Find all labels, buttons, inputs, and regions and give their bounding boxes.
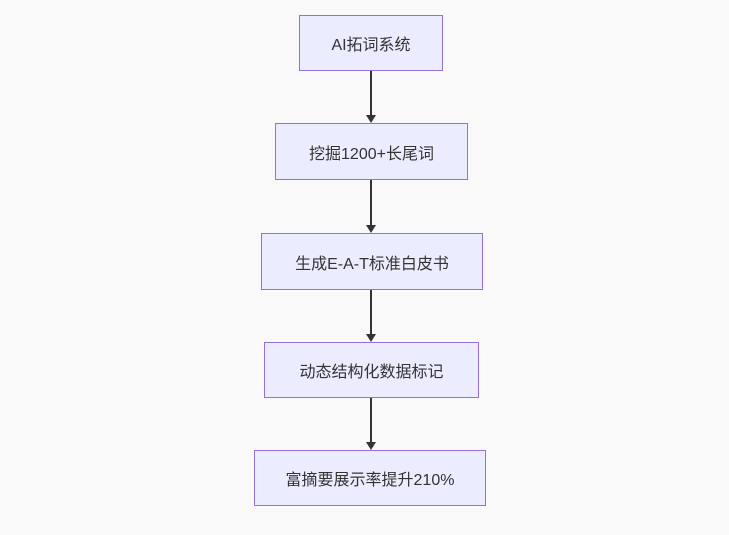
- flow-node-label: 挖掘1200+长尾词: [309, 145, 434, 163]
- flow-node-rich-snippet-result: 富摘要展示率提升210%: [254, 450, 486, 506]
- arrow-head-icon: [366, 334, 376, 342]
- arrow-line: [370, 180, 372, 225]
- arrow-head-icon: [366, 225, 376, 233]
- flow-node-structured-data-markup: 动态结构化数据标记: [264, 342, 479, 398]
- flow-node-label: 富摘要展示率提升210%: [285, 472, 455, 489]
- flow-node-label: 生成E-A-T标准白皮书: [295, 255, 449, 273]
- arrow-line: [370, 71, 372, 115]
- arrow-line: [370, 398, 372, 442]
- arrow-head-icon: [366, 442, 376, 450]
- flow-arrow-3: [365, 290, 377, 342]
- flow-node-label: AI拓词系统: [331, 37, 411, 54]
- flow-arrow-4: [365, 398, 377, 450]
- arrow-line: [370, 290, 372, 334]
- flow-node-ai-keyword-system: AI拓词系统: [299, 15, 443, 71]
- arrow-head-icon: [366, 115, 376, 123]
- flow-node-label: 动态结构化数据标记: [299, 364, 444, 381]
- flow-arrow-1: [365, 71, 377, 123]
- flow-node-eat-whitepaper: 生成E-A-T标准白皮书: [261, 233, 483, 290]
- flow-node-longtail-mining: 挖掘1200+长尾词: [275, 123, 468, 180]
- flow-arrow-2: [365, 180, 377, 233]
